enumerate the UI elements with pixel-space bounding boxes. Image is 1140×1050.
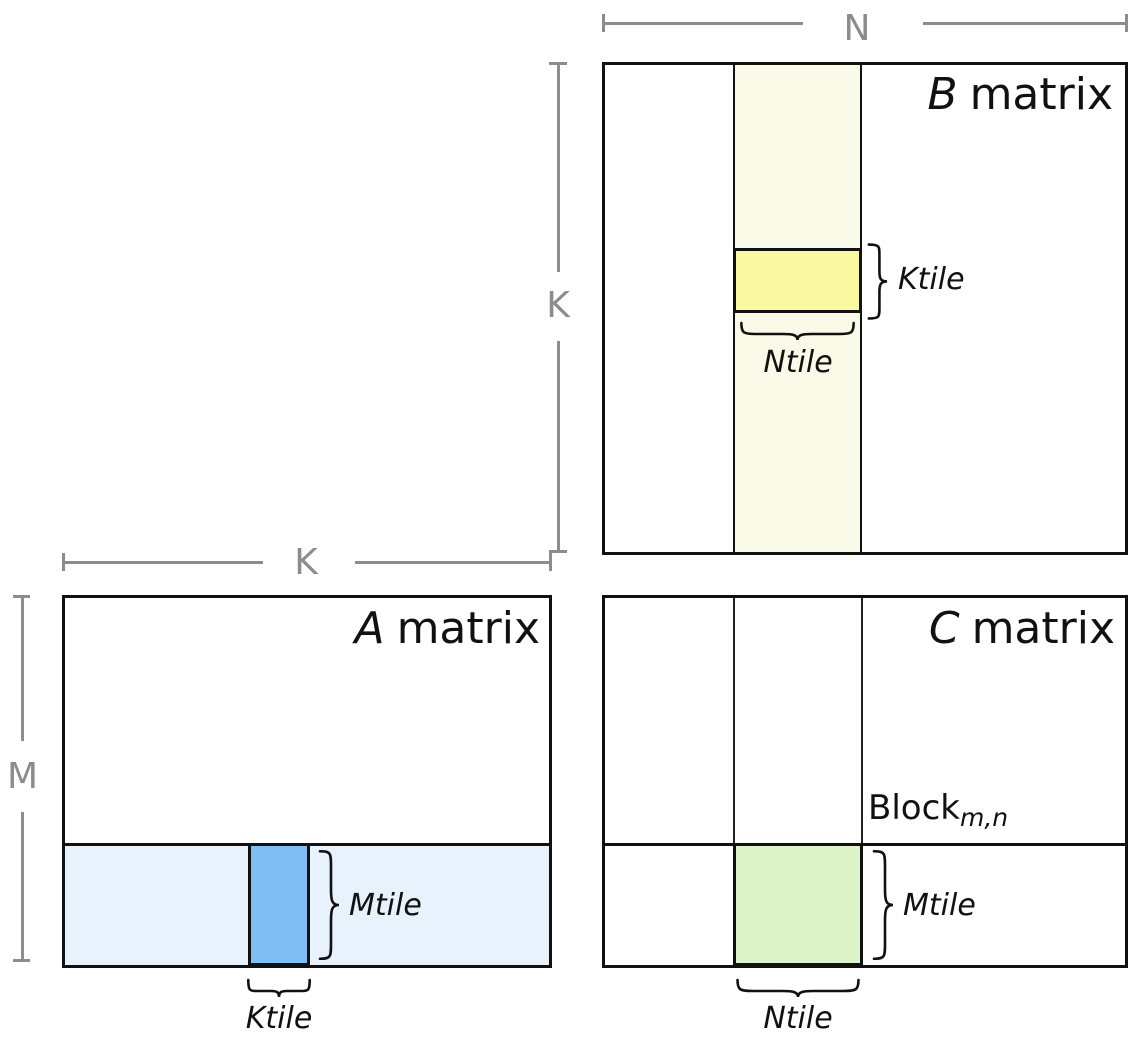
m-dimension-line-top [21, 597, 24, 741]
c-matrix-title-letter: C [928, 603, 960, 654]
b-matrix-rect [602, 62, 1128, 555]
b-matrix-title-letter: B [927, 69, 958, 120]
c-block-label-base: Block [868, 788, 960, 828]
c-matrix-column-line-left [733, 597, 735, 966]
k-side-dimension-line-top [557, 64, 560, 272]
a-ktile-brace [247, 978, 311, 998]
k-top-dimension-tick-left [62, 553, 65, 571]
k-top-dimension-label: K [294, 542, 318, 583]
m-dimension-label: M [6, 756, 39, 797]
b-ktile-label: Ktile [898, 262, 965, 297]
c-block-label-subscript: m,n [959, 803, 1009, 832]
a-matrix-rect [62, 595, 552, 968]
b-ntile-label: Ntile [763, 345, 833, 380]
b-ntile-brace [739, 321, 856, 341]
n-dimension-line-left [603, 22, 803, 25]
a-matrix-mtile-tile [248, 843, 310, 966]
k-top-dimension-line-right [355, 561, 552, 564]
c-block-label: Blockm,n [868, 788, 1009, 832]
a-matrix-title-word: matrix [396, 603, 540, 654]
m-dimension-tick-bottom [13, 959, 30, 962]
c-matrix-block-tile [733, 843, 863, 966]
m-dimension-tick-top [13, 595, 30, 598]
c-matrix-row-divider [602, 843, 1128, 846]
b-matrix-title-word: matrix [969, 69, 1113, 120]
c-mtile-label: Mtile [903, 888, 976, 923]
a-ktile-label: Ktile [245, 1001, 313, 1036]
k-top-dimension-line-left [62, 561, 263, 564]
a-matrix-title-letter: A [354, 603, 385, 654]
n-dimension-label: N [843, 8, 871, 49]
k-side-dimension-label: K [546, 285, 570, 326]
c-matrix-column-line-right [861, 597, 863, 966]
n-dimension-tick-left [602, 14, 605, 32]
k-side-dimension-tick-top [549, 62, 567, 65]
c-ntile-label: Ntile [763, 1001, 833, 1036]
c-mtile-brace [871, 849, 895, 961]
k-side-dimension-tick-bottom [549, 550, 567, 553]
k-side-dimension-line-bottom [557, 341, 560, 553]
n-dimension-line-right [923, 22, 1128, 25]
k-top-dimension-tick-right [549, 553, 552, 571]
b-matrix-ktile-tile [733, 248, 862, 313]
c-ntile-brace [735, 978, 861, 998]
c-matrix-rect [602, 595, 1128, 968]
m-dimension-line-bottom [21, 812, 24, 962]
n-dimension-tick-right [1125, 14, 1128, 32]
b-ktile-brace [866, 243, 889, 320]
a-mtile-label: Mtile [349, 888, 422, 923]
a-mtile-brace [317, 849, 341, 961]
c-matrix-title-word: matrix [971, 603, 1115, 654]
